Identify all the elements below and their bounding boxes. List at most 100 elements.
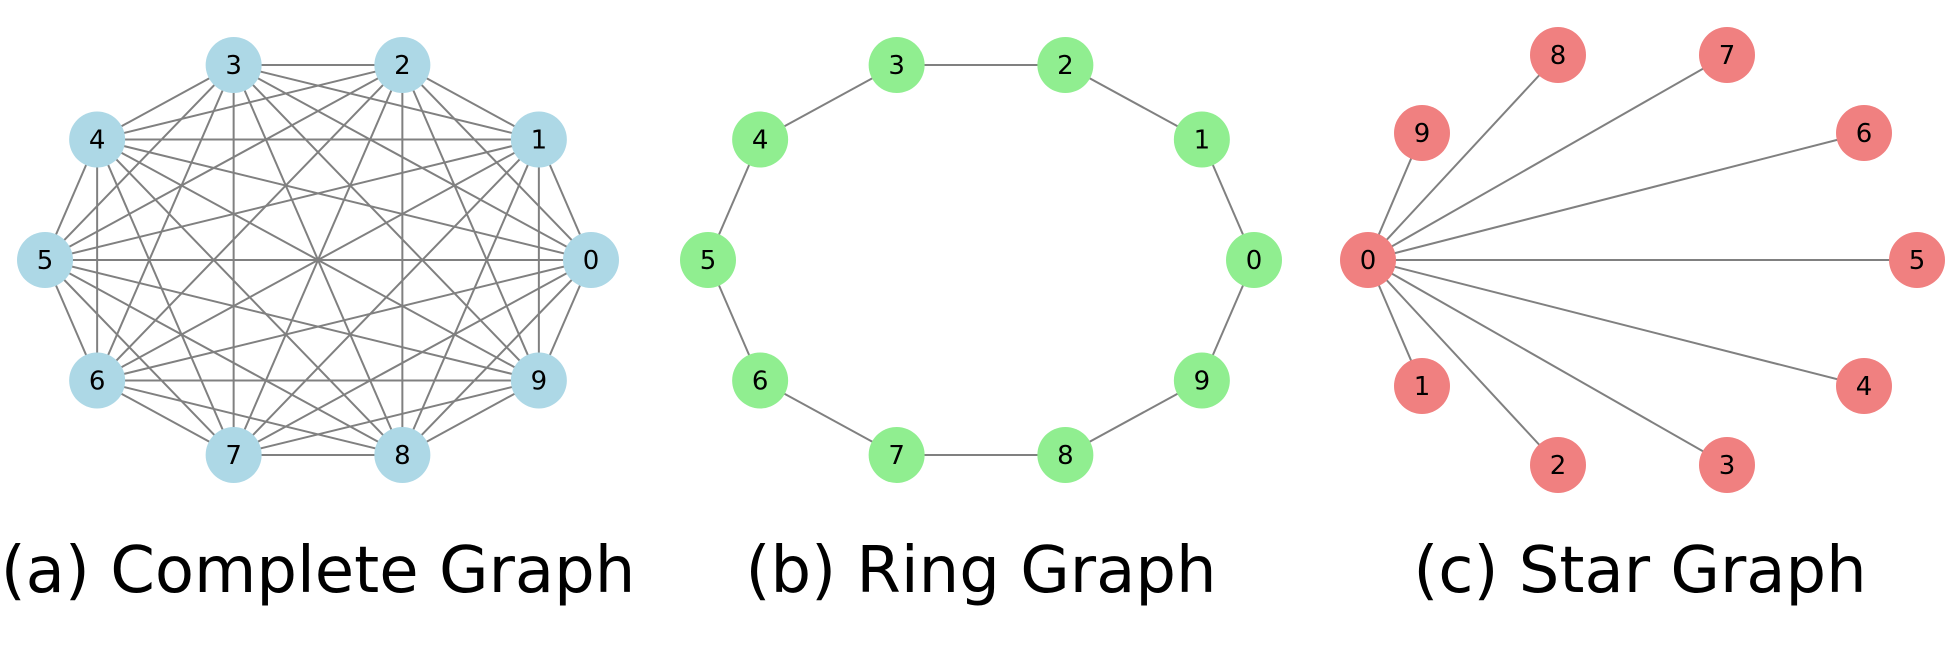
complete-edge-3-9 bbox=[232, 64, 540, 382]
complete-node-7: 7 bbox=[205, 426, 262, 483]
complete-node-circle-7 bbox=[205, 426, 262, 483]
ring-node-circle-9 bbox=[1173, 352, 1230, 409]
complete-node-1: 1 bbox=[510, 111, 567, 168]
complete-node-label-9: 9 bbox=[531, 366, 548, 396]
star-node-label-3: 3 bbox=[1719, 451, 1736, 481]
ring-node-label-2: 2 bbox=[1057, 51, 1074, 81]
complete-node-6: 6 bbox=[69, 352, 126, 409]
complete-node-4: 4 bbox=[69, 111, 126, 168]
star-node-circle-9 bbox=[1394, 105, 1450, 161]
star-node-label-1: 1 bbox=[1414, 372, 1431, 402]
star-node-label-9: 9 bbox=[1414, 119, 1431, 149]
complete-node-label-4: 4 bbox=[89, 126, 106, 156]
star-node-5: 5 bbox=[1889, 232, 1945, 288]
ring-graph-caption: (b) Ring Graph bbox=[746, 534, 1217, 608]
complete-node-label-0: 0 bbox=[583, 246, 600, 276]
ring-node-circle-1 bbox=[1173, 111, 1230, 168]
complete-node-circle-6 bbox=[69, 352, 126, 409]
ring-node-circle-0 bbox=[1226, 232, 1282, 288]
complete-node-circle-3 bbox=[205, 37, 262, 94]
ring-node-circle-3 bbox=[868, 37, 925, 94]
ring-node-circle-8 bbox=[1037, 426, 1094, 483]
star-node-3: 3 bbox=[1699, 437, 1755, 493]
complete-edge-3-6 bbox=[96, 64, 235, 381]
complete-node-5: 5 bbox=[17, 232, 73, 288]
star-node-circle-7 bbox=[1699, 27, 1755, 83]
star-edge-0-8 bbox=[1367, 54, 1559, 261]
star-node-9: 9 bbox=[1394, 105, 1450, 161]
star-node-label-0: 0 bbox=[1360, 246, 1377, 276]
star-node-circle-1 bbox=[1394, 358, 1450, 414]
complete-edge-0-3 bbox=[233, 64, 592, 261]
star-node-label-4: 4 bbox=[1856, 372, 1873, 402]
complete-node-label-1: 1 bbox=[531, 126, 548, 156]
star-node-label-2: 2 bbox=[1550, 451, 1567, 481]
ring-node-label-4: 4 bbox=[752, 126, 769, 156]
complete-node-label-2: 2 bbox=[394, 51, 411, 81]
complete-edge-4-7 bbox=[96, 139, 235, 456]
star-node-circle-2 bbox=[1530, 437, 1586, 493]
star-edge-0-4 bbox=[1367, 259, 1865, 387]
complete-edge-7-9 bbox=[233, 379, 540, 456]
complete-node-3: 3 bbox=[205, 37, 262, 94]
star-graph-panel: 0 1 2 3 4 5 6 7 8 9 (c) Star Graph bbox=[1340, 27, 1945, 608]
ring-node-5: 5 bbox=[680, 232, 736, 288]
star-node-6: 6 bbox=[1836, 105, 1892, 161]
ring-node-circle-4 bbox=[732, 111, 789, 168]
star-node-label-7: 7 bbox=[1719, 41, 1736, 71]
star-node-2: 2 bbox=[1530, 437, 1586, 493]
complete-node-circle-2 bbox=[374, 37, 431, 94]
ring-node-4: 4 bbox=[732, 111, 789, 168]
complete-node-label-3: 3 bbox=[225, 51, 242, 81]
complete-edge-5-7 bbox=[44, 259, 235, 456]
complete-edge-4-8 bbox=[96, 138, 404, 456]
star-node-label-6: 6 bbox=[1856, 119, 1873, 149]
complete-node-circle-1 bbox=[510, 111, 567, 168]
star-edge-0-2 bbox=[1367, 259, 1559, 466]
ring-node-circle-2 bbox=[1037, 37, 1094, 94]
ring-node-label-5: 5 bbox=[700, 246, 717, 276]
complete-edge-0-7 bbox=[233, 259, 592, 456]
ring-node-circle-6 bbox=[732, 352, 789, 409]
star-edge-0-6 bbox=[1367, 132, 1865, 261]
complete-edge-2-9 bbox=[401, 64, 540, 381]
star-node-circle-8 bbox=[1530, 27, 1586, 83]
ring-node-circle-7 bbox=[868, 426, 925, 483]
ring-node-3: 3 bbox=[868, 37, 925, 94]
ring-node-label-0: 0 bbox=[1246, 246, 1263, 276]
ring-node-label-6: 6 bbox=[752, 366, 769, 396]
ring-node-0: 0 bbox=[1226, 232, 1282, 288]
ring-node-label-9: 9 bbox=[1194, 366, 1211, 396]
star-graph-caption: (c) Star Graph bbox=[1413, 534, 1866, 608]
star-node-label-5: 5 bbox=[1909, 246, 1926, 276]
complete-node-8: 8 bbox=[374, 426, 431, 483]
ring-node-7: 7 bbox=[868, 426, 925, 483]
star-node-circle-0 bbox=[1340, 232, 1396, 288]
ring-node-label-3: 3 bbox=[888, 51, 905, 81]
complete-node-circle-9 bbox=[510, 352, 567, 409]
complete-edge-6-8 bbox=[96, 379, 403, 456]
ring-node-circle-5 bbox=[680, 232, 736, 288]
star-node-label-8: 8 bbox=[1550, 41, 1567, 71]
star-node-0: 0 bbox=[1340, 232, 1396, 288]
ring-node-label-1: 1 bbox=[1194, 126, 1211, 156]
complete-node-0: 0 bbox=[563, 232, 619, 288]
ring-node-label-7: 7 bbox=[888, 441, 905, 471]
star-node-circle-5 bbox=[1889, 232, 1945, 288]
star-node-1: 1 bbox=[1394, 358, 1450, 414]
star-node-7: 7 bbox=[1699, 27, 1755, 83]
complete-node-circle-4 bbox=[69, 111, 126, 168]
star-node-circle-3 bbox=[1699, 437, 1755, 493]
complete-node-label-6: 6 bbox=[89, 366, 106, 396]
ring-node-9: 9 bbox=[1173, 352, 1230, 409]
star-edge-0-3 bbox=[1367, 259, 1728, 466]
complete-node-circle-5 bbox=[17, 232, 73, 288]
ring-node-1: 1 bbox=[1173, 111, 1230, 168]
complete-edge-4-9 bbox=[96, 138, 540, 382]
complete-edge-1-8 bbox=[401, 139, 540, 456]
star-node-4: 4 bbox=[1836, 358, 1892, 414]
star-node-circle-6 bbox=[1836, 105, 1892, 161]
complete-node-2: 2 bbox=[374, 37, 431, 94]
complete-edge-5-8 bbox=[44, 259, 403, 456]
